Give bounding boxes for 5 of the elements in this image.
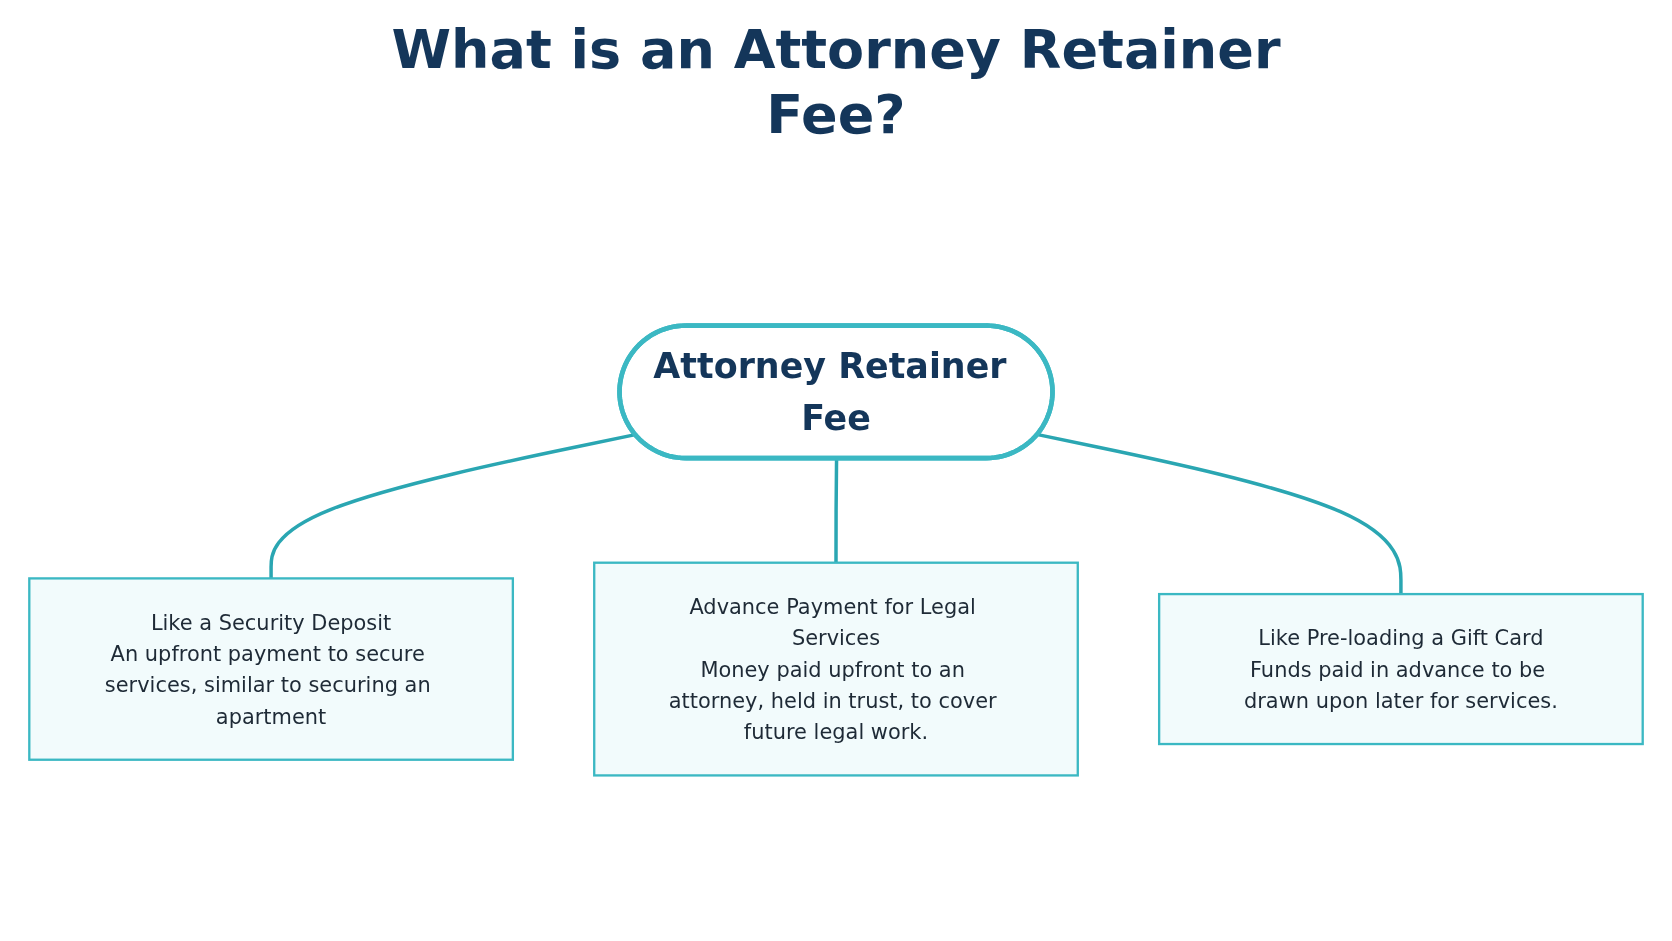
node-box: Advance Payment for Legal Services Money paid upfront to an attorney, held in trust, to cover future legal work. <box>593 561 1079 777</box>
node-box: Like a Security Deposit An upfront payment to secure services, similar to securing an apartment <box>28 577 514 761</box>
node-box: Like Pre-loading a Gift Card Funds paid in advance to be drawn upon later for services. <box>1158 592 1644 746</box>
title: What is an Attorney Retainer Fee? <box>390 18 1282 148</box>
connector <box>1037 432 1403 595</box>
